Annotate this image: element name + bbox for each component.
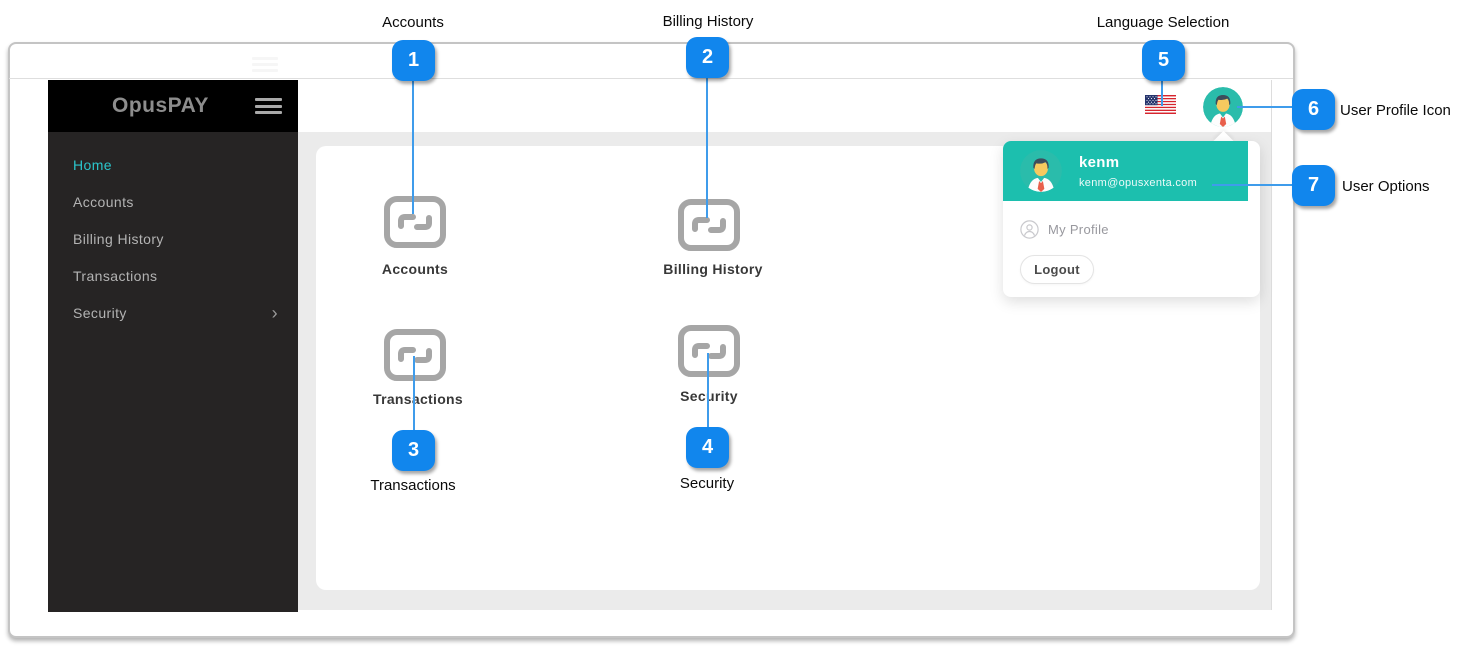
sidebar-nav: Home Accounts Billing History Transactio… bbox=[48, 132, 298, 331]
sidebar-item-home[interactable]: Home bbox=[48, 146, 298, 183]
app-logo: OpusPAY bbox=[112, 94, 209, 117]
accounts-tile-icon[interactable] bbox=[384, 196, 446, 248]
callout-caption-billing-history: Billing History bbox=[662, 13, 754, 30]
callout-badge-2: 2 bbox=[686, 37, 729, 78]
callout-badge-7: 7 bbox=[1292, 165, 1335, 206]
topbar bbox=[298, 80, 1272, 132]
faint-menu-icon bbox=[252, 57, 278, 77]
callout-badge-3: 3 bbox=[392, 430, 435, 471]
callout-line-7 bbox=[1212, 184, 1292, 186]
frame-divider bbox=[9, 78, 1293, 79]
callout-caption-user-profile-icon: User Profile Icon bbox=[1340, 102, 1451, 119]
profile-icon bbox=[1020, 220, 1039, 239]
user-options-dropdown: kenm kenm@opusxenta.com My Profile Logou… bbox=[1003, 141, 1260, 297]
sidebar-item-label: Billing History bbox=[73, 230, 164, 247]
billing-history-tile-label[interactable]: Billing History bbox=[663, 261, 763, 277]
callout-line-2 bbox=[706, 78, 708, 218]
hamburger-menu-icon[interactable] bbox=[255, 95, 282, 118]
sidebar-item-security[interactable]: Security › bbox=[48, 294, 298, 331]
user-name: kenm bbox=[1079, 154, 1120, 171]
security-tile-label[interactable]: Security bbox=[680, 388, 738, 404]
callout-caption-accounts: Accounts bbox=[382, 14, 444, 31]
callout-caption-transactions: Transactions bbox=[370, 477, 456, 494]
sidebar-item-accounts[interactable]: Accounts bbox=[48, 183, 298, 220]
callout-line-1 bbox=[412, 80, 414, 214]
callout-caption-language-selection: Language Selection bbox=[1096, 14, 1230, 31]
transactions-tile-label[interactable]: Transactions bbox=[373, 391, 463, 407]
sidebar-item-label: Transactions bbox=[73, 267, 158, 284]
callout-caption-security: Security bbox=[679, 475, 735, 492]
accounts-tile-label[interactable]: Accounts bbox=[381, 261, 449, 277]
sidebar-item-label: Home bbox=[73, 156, 112, 173]
sidebar-item-label: Security bbox=[73, 304, 127, 321]
billing-history-tile-icon[interactable] bbox=[678, 199, 740, 251]
sidebar-item-label: Accounts bbox=[73, 193, 134, 210]
callout-badge-5: 5 bbox=[1142, 40, 1185, 81]
callout-line-5 bbox=[1161, 80, 1163, 106]
my-profile-menu-item[interactable]: My Profile bbox=[1020, 220, 1109, 239]
callout-badge-6: 6 bbox=[1292, 89, 1335, 130]
sidebar-item-billing-history[interactable]: Billing History bbox=[48, 220, 298, 257]
logout-button[interactable]: Logout bbox=[1020, 255, 1094, 284]
user-email: kenm@opusxenta.com bbox=[1079, 177, 1198, 189]
callout-badge-4: 4 bbox=[686, 427, 729, 468]
sidebar: OpusPAY Home Accounts Billing History Tr… bbox=[48, 80, 298, 612]
my-profile-label: My Profile bbox=[1048, 222, 1109, 237]
sidebar-header: OpusPAY bbox=[48, 80, 298, 132]
transactions-tile-icon[interactable] bbox=[384, 329, 446, 381]
us-flag-icon[interactable] bbox=[1145, 95, 1176, 114]
user-avatar-icon bbox=[1020, 150, 1062, 192]
callout-caption-user-options: User Options bbox=[1342, 178, 1430, 195]
callout-line-3 bbox=[413, 356, 415, 430]
sidebar-item-transactions[interactable]: Transactions bbox=[48, 257, 298, 294]
callout-line-6 bbox=[1237, 106, 1292, 108]
user-avatar-icon[interactable] bbox=[1203, 87, 1243, 127]
security-tile-icon[interactable] bbox=[678, 325, 740, 377]
callout-line-4 bbox=[707, 353, 709, 427]
user-options-header: kenm kenm@opusxenta.com bbox=[1003, 141, 1248, 201]
chevron-right-icon: › bbox=[271, 302, 278, 323]
callout-badge-1: 1 bbox=[392, 40, 435, 81]
